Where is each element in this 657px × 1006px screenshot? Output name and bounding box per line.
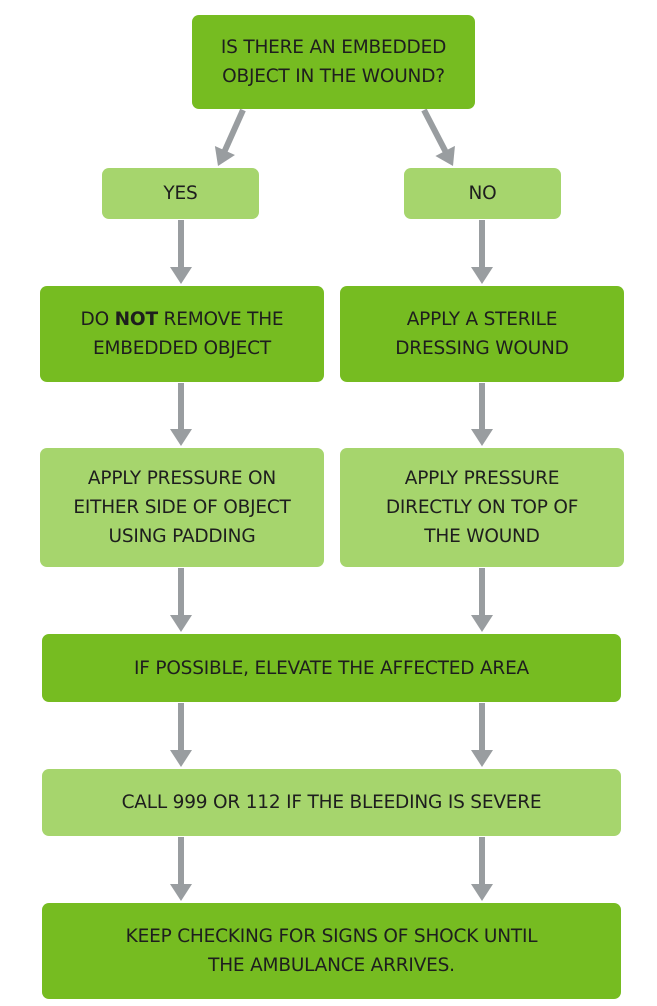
pressure-padding-line-2: EITHER SIDE OF OBJECT (73, 497, 291, 518)
check-shock-line-2: THE AMBULANCE ARRIVES. (208, 955, 455, 976)
arrow-no-to-sterile (471, 220, 493, 284)
pressure-padding-line-3: USING PADDING (108, 526, 256, 547)
do-not-remove-box: DO NOT REMOVE THE EMBEDDED OBJECT (40, 286, 324, 382)
arrow-yes-to-do-not-remove (170, 220, 192, 284)
arrow-question-to-no-head (435, 145, 455, 166)
no-box: NO (404, 168, 561, 219)
sterile-dressing-box: APPLY A STERILE DRESSING WOUND (340, 286, 624, 382)
pressure-top-line-3: THE WOUND (424, 526, 540, 547)
arrow-question-to-no (421, 108, 455, 166)
question-line-1: IS THERE AN EMBEDDED (220, 37, 447, 58)
arrow-yes-to-do-not-remove-head (170, 267, 192, 284)
arrow-no-to-sterile-head (471, 267, 493, 284)
yes-box: YES (102, 168, 259, 219)
arrow-question-to-yes-shaft (221, 108, 246, 154)
sterile-dressing-line-2: DRESSING WOUND (395, 338, 569, 359)
arrow-top-to-elevate-head (471, 615, 493, 632)
no-label: NO (468, 183, 497, 204)
elevate-box: IF POSSIBLE, ELEVATE THE AFFECTED AREA (42, 634, 621, 702)
call-emergency-text: CALL 999 OR 112 IF THE BLEEDING IS SEVER… (121, 792, 542, 813)
arrow-do-not-remove-to-padding (170, 383, 192, 446)
check-shock-line-1: KEEP CHECKING FOR SIGNS OF SHOCK UNTIL (125, 926, 538, 947)
arrow-sterile-to-top (471, 383, 493, 446)
arrow-elevate-to-call-right-head (471, 750, 493, 767)
pressure-top-line-1: APPLY PRESSURE (404, 468, 560, 489)
do-not-remove-prefix: DO (80, 309, 115, 330)
arrow-do-not-remove-to-padding-head (170, 429, 192, 446)
arrow-elevate-to-call-left (170, 703, 192, 767)
pressure-top-box: APPLY PRESSURE DIRECTLY ON TOP OF THE WO… (340, 448, 624, 567)
yes-label: YES (163, 183, 198, 204)
pressure-padding-line-1: APPLY PRESSURE ON (87, 468, 277, 489)
question-box: IS THERE AN EMBEDDED OBJECT IN THE WOUND… (192, 15, 475, 109)
arrow-call-to-shock-left (170, 837, 192, 901)
arrow-question-to-no-shaft (421, 108, 449, 155)
sterile-dressing-line-1: APPLY A STERILE (406, 309, 558, 330)
elevate-text: IF POSSIBLE, ELEVATE THE AFFECTED AREA (133, 657, 530, 679)
arrow-elevate-to-call-left-head (170, 750, 192, 767)
arrow-sterile-to-top-head (471, 429, 493, 446)
arrow-padding-to-elevate (170, 568, 192, 632)
check-shock-box: KEEP CHECKING FOR SIGNS OF SHOCK UNTIL T… (42, 903, 621, 999)
arrow-call-to-shock-right (471, 837, 493, 901)
call-emergency-box: CALL 999 OR 112 IF THE BLEEDING IS SEVER… (42, 769, 621, 836)
question-line-2: OBJECT IN THE WOUND? (222, 66, 445, 87)
do-not-remove-emphasis: NOT (114, 309, 158, 330)
do-not-remove-suffix: REMOVE THE (157, 309, 284, 330)
arrow-call-to-shock-right-head (471, 884, 493, 901)
arrow-question-to-yes-head (214, 145, 235, 166)
do-not-remove-line-2: EMBEDDED OBJECT (93, 338, 271, 359)
arrow-call-to-shock-left-head (170, 884, 192, 901)
pressure-padding-box: APPLY PRESSURE ON EITHER SIDE OF OBJECT … (40, 448, 324, 567)
arrow-padding-to-elevate-head (170, 615, 192, 632)
arrow-top-to-elevate (471, 568, 493, 632)
arrow-question-to-yes (214, 108, 246, 166)
arrow-elevate-to-call-right (471, 703, 493, 767)
pressure-top-line-2: DIRECTLY ON TOP OF (385, 497, 579, 518)
